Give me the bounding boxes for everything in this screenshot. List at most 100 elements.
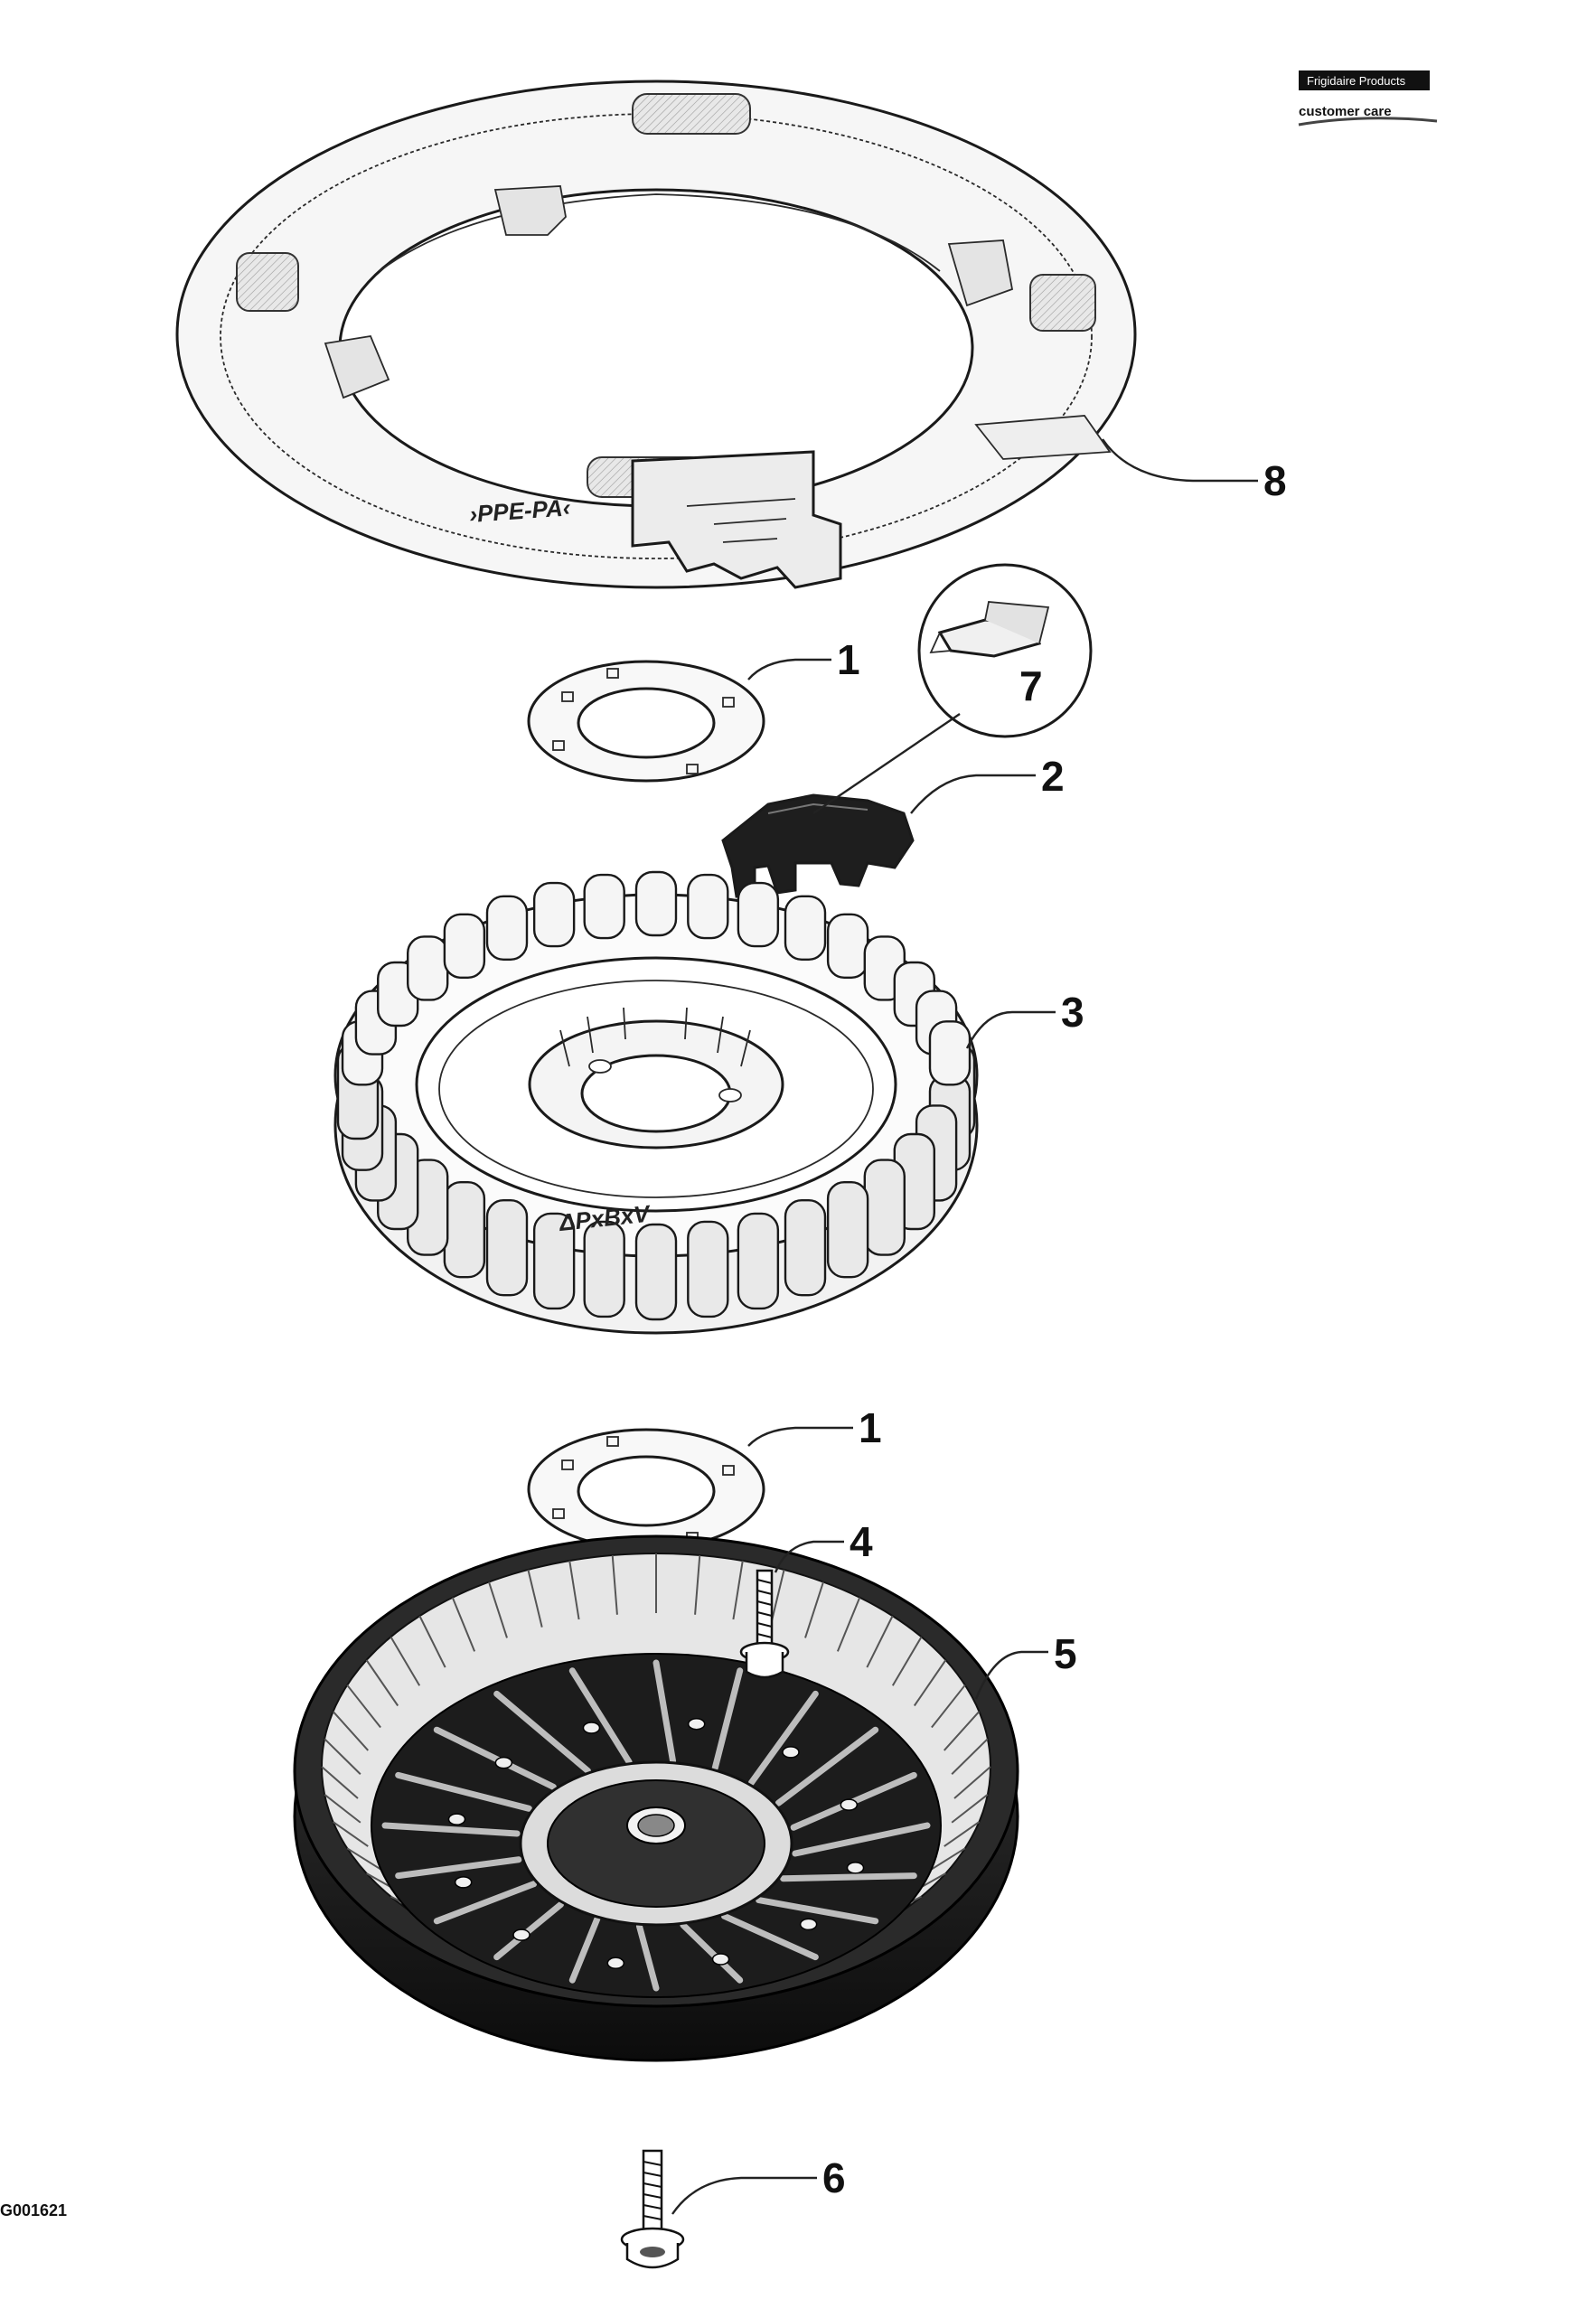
rotor-fin <box>652 1659 677 1765</box>
callout-1-bottom: 1 <box>747 1404 882 1451</box>
rotor-magnet-line <box>866 1615 894 1668</box>
ring-pad <box>632 93 751 135</box>
rotor-hole <box>846 1862 865 1874</box>
rotor-magnet-line <box>527 1569 543 1628</box>
rotor-hole <box>494 1756 513 1769</box>
rotor-magnet-line <box>568 1560 580 1620</box>
stator-tooth <box>687 873 729 940</box>
rotor-magnet-line <box>913 1659 947 1707</box>
brand-logo-line2: customer care <box>1299 104 1392 119</box>
callout-label-4: 4 <box>850 1518 873 1565</box>
rotor-fin <box>780 1872 917 1882</box>
rotor-fins <box>381 1659 931 1992</box>
ring-pad <box>1029 274 1096 332</box>
stator-tooth <box>687 1220 729 1318</box>
callout-2: 2 <box>910 753 1065 814</box>
callout-label-8: 8 <box>1263 457 1287 504</box>
callout-label-5: 5 <box>1054 1630 1077 1677</box>
stator-tooth <box>532 881 576 948</box>
rotor-magnet-line <box>321 1766 359 1799</box>
stator-tooth <box>784 895 827 961</box>
rotor-fin <box>433 1726 557 1790</box>
rotor-fin <box>756 1897 879 1925</box>
stator-tooth <box>407 935 449 1001</box>
rotor-hole <box>840 1798 859 1811</box>
stator-tooth <box>485 895 529 961</box>
brand-logo-bar <box>1299 70 1430 90</box>
rotor-magnet-line <box>694 1554 701 1615</box>
rotor-magnet-line <box>324 1738 361 1775</box>
stator-tooth <box>863 1159 906 1256</box>
stator-tooth <box>826 913 869 979</box>
rotor-fin <box>711 1667 744 1772</box>
callout-4: 4 <box>774 1518 873 1573</box>
stator-tooth <box>634 870 678 937</box>
rotor-magnet-line <box>390 1636 421 1686</box>
rotor-fin <box>747 1690 819 1787</box>
rotor-magnet-line <box>953 1766 991 1799</box>
stator-tooth <box>634 1223 678 1321</box>
rotor-magnet-line <box>732 1560 744 1620</box>
part-2-hall-sensor <box>721 793 915 898</box>
part-4-screw <box>739 1569 790 1679</box>
part-5-rotor <box>293 1534 1019 2062</box>
stator-tooth <box>826 1181 869 1279</box>
rotor-magnet-line <box>804 1581 824 1638</box>
callout-8: 8 <box>1102 438 1287 504</box>
callout-5: 5 <box>974 1630 1077 1700</box>
rotor-magnet-line <box>836 1597 861 1652</box>
callout-label-3: 3 <box>1061 989 1084 1036</box>
rotor-magnet-line <box>891 1636 923 1686</box>
part-6-bolt <box>620 2149 685 2269</box>
rotor-magnet-line <box>944 1821 980 1847</box>
rotor-fin <box>720 1912 819 1961</box>
rotor-hole <box>454 1876 473 1889</box>
rotor-hole <box>447 1813 466 1825</box>
stator-tooth <box>443 1181 486 1279</box>
rotor-hole <box>782 1746 800 1759</box>
rotor-fin <box>635 1922 660 1992</box>
stator-tooth <box>928 1020 972 1086</box>
callout-1-top: 1 <box>747 636 860 683</box>
rotor-fin <box>568 1915 601 1984</box>
callout-label-1-top: 1 <box>837 636 860 683</box>
rotor-fin <box>395 1771 532 1812</box>
callout-6: 6 <box>671 2154 846 2215</box>
stator-teeth <box>336 870 976 1321</box>
callout-label-7: 7 <box>1019 662 1043 709</box>
rotor-hole <box>687 1717 706 1731</box>
part-3-stator: ΔPxBxV <box>333 870 979 1335</box>
rotor-fin <box>792 1822 931 1857</box>
rotor-magnet-line <box>944 1711 981 1751</box>
rotor-hole <box>799 1918 818 1931</box>
drawing-code: G001621 <box>0 2201 67 2219</box>
ring-pad <box>236 252 299 312</box>
part-7-detail-view <box>917 563 1093 738</box>
rotor-holes <box>447 1717 865 1970</box>
rotor-fin <box>493 1900 565 1961</box>
rotor-magnet-line <box>332 1711 369 1751</box>
rotor-magnet-line <box>951 1738 989 1775</box>
stator-tooth <box>443 913 486 979</box>
stator-tooth <box>583 873 625 940</box>
rotor-fin <box>395 1856 522 1880</box>
part-8-mounting-ring: ›PPE-PA‹ <box>175 80 1137 589</box>
callout-3: 3 <box>965 989 1084 1049</box>
brand-logo-line1: Frigidaire Products <box>1307 74 1406 88</box>
part-1-spacer-plate-top <box>527 660 765 783</box>
brand-logo-swoosh <box>1298 117 1438 127</box>
callout-label-2: 2 <box>1041 753 1065 800</box>
rotor-fin <box>680 1921 744 1984</box>
stator-tooth <box>737 881 780 948</box>
part-1-spacer-plate-bottom <box>527 1428 765 1551</box>
rotor-fin <box>433 1881 538 1925</box>
rotor-magnet-line <box>951 1794 989 1824</box>
rotor-magnet-line <box>488 1581 508 1638</box>
rotor-fin <box>381 1822 521 1837</box>
callout-7: 7 <box>812 662 1043 814</box>
stator-tooth <box>784 1199 827 1297</box>
stator-tooth <box>485 1199 529 1297</box>
rotor-hole <box>606 1956 625 1970</box>
rotor-magnet-line <box>418 1615 446 1668</box>
